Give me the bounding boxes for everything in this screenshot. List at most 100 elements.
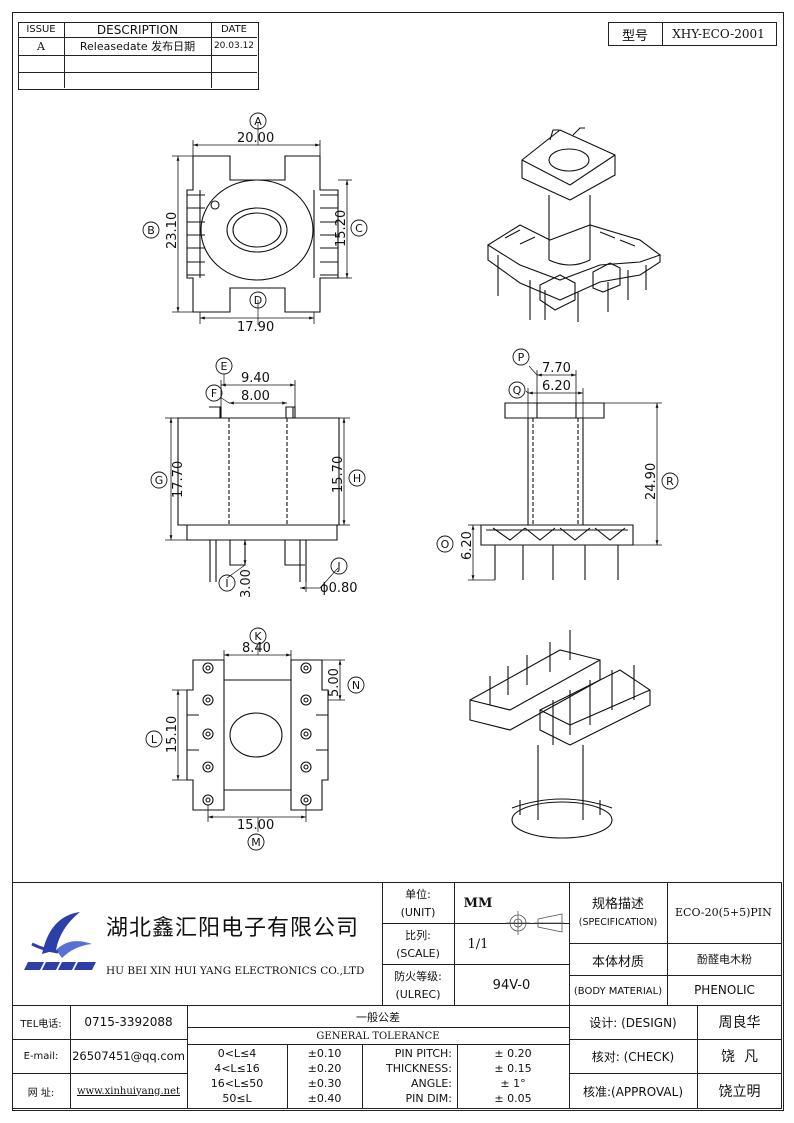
dim-h: 15.70	[331, 456, 346, 493]
dim-i: 3.00	[239, 569, 254, 598]
isometric-view-bottom	[469, 630, 651, 839]
material-value-en: PHENOLIC	[694, 983, 755, 997]
rev-header-issue: ISSUE	[26, 24, 56, 35]
web-label: 网 址:	[27, 1087, 55, 1099]
dim-d: 17.90	[237, 320, 274, 335]
callout-o: O	[441, 538, 450, 551]
side-view	[480, 402, 634, 580]
dim-k: 8.40	[242, 641, 271, 656]
dim-m: 15.00	[237, 818, 274, 833]
dim-r: 24.90	[644, 463, 659, 500]
model-box	[608, 22, 777, 46]
design-value: 周良华	[718, 1015, 761, 1031]
tolerance-range: 0<L≤4	[217, 1047, 257, 1060]
callout-i: I	[225, 577, 228, 590]
unit-value: MM	[463, 896, 493, 911]
callout-k: K	[254, 630, 262, 643]
tolerance-value: ±0.20	[307, 1062, 342, 1075]
email-value[interactable]: 26507451@qq.com	[72, 1049, 185, 1063]
dim-b: 23.10	[165, 212, 180, 249]
callout-b: B	[147, 224, 155, 237]
isometric-view-top	[486, 127, 662, 322]
check-label: 核对: (CHECK)	[591, 1049, 675, 1064]
dim-f: 8.00	[241, 389, 270, 404]
title-block	[12, 882, 782, 1109]
design-label: 设计: (DESIGN)	[589, 1015, 677, 1030]
unit-label-cn: 单位:	[405, 887, 431, 901]
technical-drawing: A B C D E F G H I J P Q R O K N L M 20.0…	[142, 112, 679, 851]
dim-o: 6.20	[460, 531, 475, 560]
revision-table	[18, 22, 259, 90]
dim-j: ϕ0.80	[320, 581, 358, 596]
scale-value: 1/1	[467, 937, 489, 952]
approval-label: 核准:(APPROVAL)	[583, 1084, 683, 1099]
fire-value: 94V-0	[492, 978, 531, 993]
tolerance-value: ±0.40	[307, 1092, 342, 1105]
callout-d: D	[254, 294, 262, 307]
dim-g: 17.70	[171, 461, 186, 498]
pin-label: ANGLE:	[410, 1077, 452, 1090]
dim-n: 5.00	[327, 668, 342, 697]
rev-header-date: DATE	[220, 24, 247, 35]
spec-label-cn: 规格描述	[591, 896, 644, 912]
tolerance-title-en: GENERAL TOLERANCE	[316, 1030, 440, 1042]
rev-description: Releasedate 发布日期	[79, 40, 196, 53]
web-link[interactable]: www.xinhuiyang.net	[76, 1085, 181, 1097]
callout-r: R	[666, 475, 674, 488]
callout-e: E	[221, 360, 228, 373]
unit-label-en: (UNIT)	[400, 906, 436, 919]
callout-g: G	[155, 474, 164, 487]
material-label-cn: 本体材质	[591, 954, 644, 970]
spec-value: ECO-20(5+5)PIN	[675, 905, 772, 919]
company-name-en: HU BEI XIN HUI YANG ELECTRONICS CO.,LTD	[106, 965, 365, 977]
dim-e: 9.40	[241, 371, 270, 386]
dim-p: 7.70	[542, 361, 571, 376]
projection-symbol-icon	[506, 911, 564, 935]
model-label: 型号	[621, 28, 648, 44]
callout-f: F	[211, 387, 217, 400]
company-name-cn: 湖北鑫汇阳电子有限公司	[106, 916, 360, 941]
tolerance-range: 4<L≤16	[214, 1062, 260, 1075]
pin-value: ± 1°	[500, 1077, 526, 1090]
callout-m: M	[251, 836, 261, 849]
front-view	[177, 406, 340, 582]
rev-header-description: DESCRIPTION	[96, 22, 179, 37]
dim-q: 6.20	[542, 379, 571, 394]
tolerance-value: ±0.10	[307, 1047, 342, 1060]
rev-issue: A	[37, 39, 45, 53]
pin-label: PIN PITCH:	[394, 1047, 452, 1060]
dim-a: 20.00	[237, 131, 274, 146]
callout-q: Q	[513, 384, 522, 397]
check-value: 饶 凡	[721, 1049, 758, 1065]
pin-value: ± 0.15	[494, 1062, 532, 1075]
company-logo	[24, 912, 96, 970]
material-value-cn: 酚醛电木粉	[697, 953, 752, 966]
bottom-view	[186, 659, 329, 811]
tolerance-value: ±0.30	[307, 1077, 342, 1090]
pin-label: PIN DIM:	[405, 1092, 452, 1105]
dim-c: 15.20	[334, 210, 349, 247]
model-value: XHY-ECO-2001	[672, 27, 765, 41]
email-label: E-mail:	[23, 1050, 59, 1062]
callout-a: A	[254, 115, 262, 128]
fire-label-en: (ULREC)	[395, 988, 441, 1001]
callout-n: N	[352, 679, 360, 692]
dim-l: 15.10	[165, 716, 180, 753]
callout-l: L	[151, 733, 158, 746]
callout-j: J	[336, 560, 340, 573]
drawing-border	[12, 12, 784, 1111]
tel-value: 0715-3392088	[84, 1015, 173, 1029]
pin-label: THICKNESS:	[386, 1062, 452, 1075]
spec-label-en: (SPECIFICATION)	[578, 916, 658, 928]
callout-p: P	[518, 351, 525, 364]
callout-h: H	[353, 472, 361, 485]
tolerance-title-cn: 一般公差	[356, 1010, 400, 1024]
tolerance-range: 50≤L	[222, 1092, 252, 1105]
pin-value: ± 0.20	[494, 1047, 532, 1060]
fire-label-cn: 防火等级:	[394, 969, 442, 983]
callout-c: C	[355, 222, 363, 235]
tolerance-range: 16<L≤50	[210, 1077, 264, 1090]
material-label-en: (BODY MATERIAL)	[573, 985, 663, 997]
scale-label-en: (SCALE)	[396, 947, 440, 960]
pin-value: ± 0.05	[494, 1092, 532, 1105]
